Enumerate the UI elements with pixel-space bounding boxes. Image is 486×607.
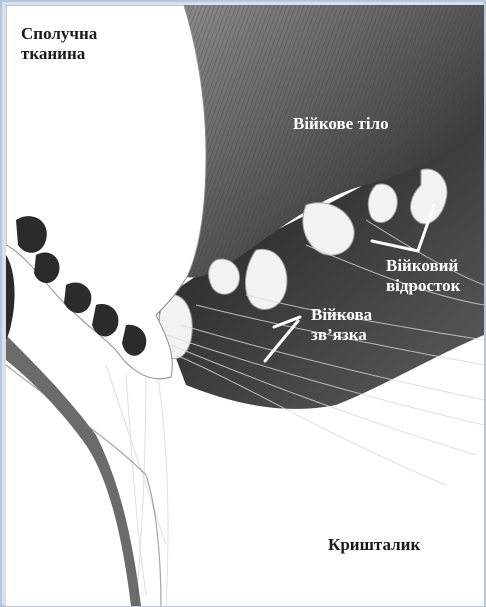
label-ciliary-body: Війкове тіло bbox=[293, 114, 389, 134]
ciliary-anatomy-illustration bbox=[6, 5, 484, 606]
label-ciliary-zonule: Війкова зв’язка bbox=[311, 305, 372, 345]
label-ciliary-process: Війковий відросток bbox=[386, 256, 460, 296]
label-connective-tissue: Сполучна тканина bbox=[21, 24, 97, 64]
label-lens: Кришталик bbox=[328, 535, 420, 555]
